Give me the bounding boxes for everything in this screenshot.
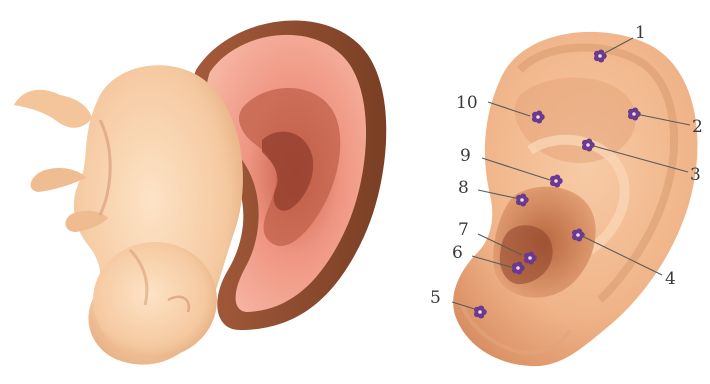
label-6: 6 <box>452 243 463 263</box>
label-4: 4 <box>665 269 676 289</box>
label-8: 8 <box>458 178 469 198</box>
label-5: 5 <box>430 288 441 308</box>
label-9: 9 <box>460 146 471 166</box>
label-2: 2 <box>692 117 703 137</box>
label-3: 3 <box>690 165 701 185</box>
label-7: 7 <box>458 220 469 240</box>
right-ear-shape <box>453 32 697 366</box>
label-10: 10 <box>456 93 478 113</box>
fetus-shape <box>14 65 243 364</box>
label-1: 1 <box>635 23 646 43</box>
